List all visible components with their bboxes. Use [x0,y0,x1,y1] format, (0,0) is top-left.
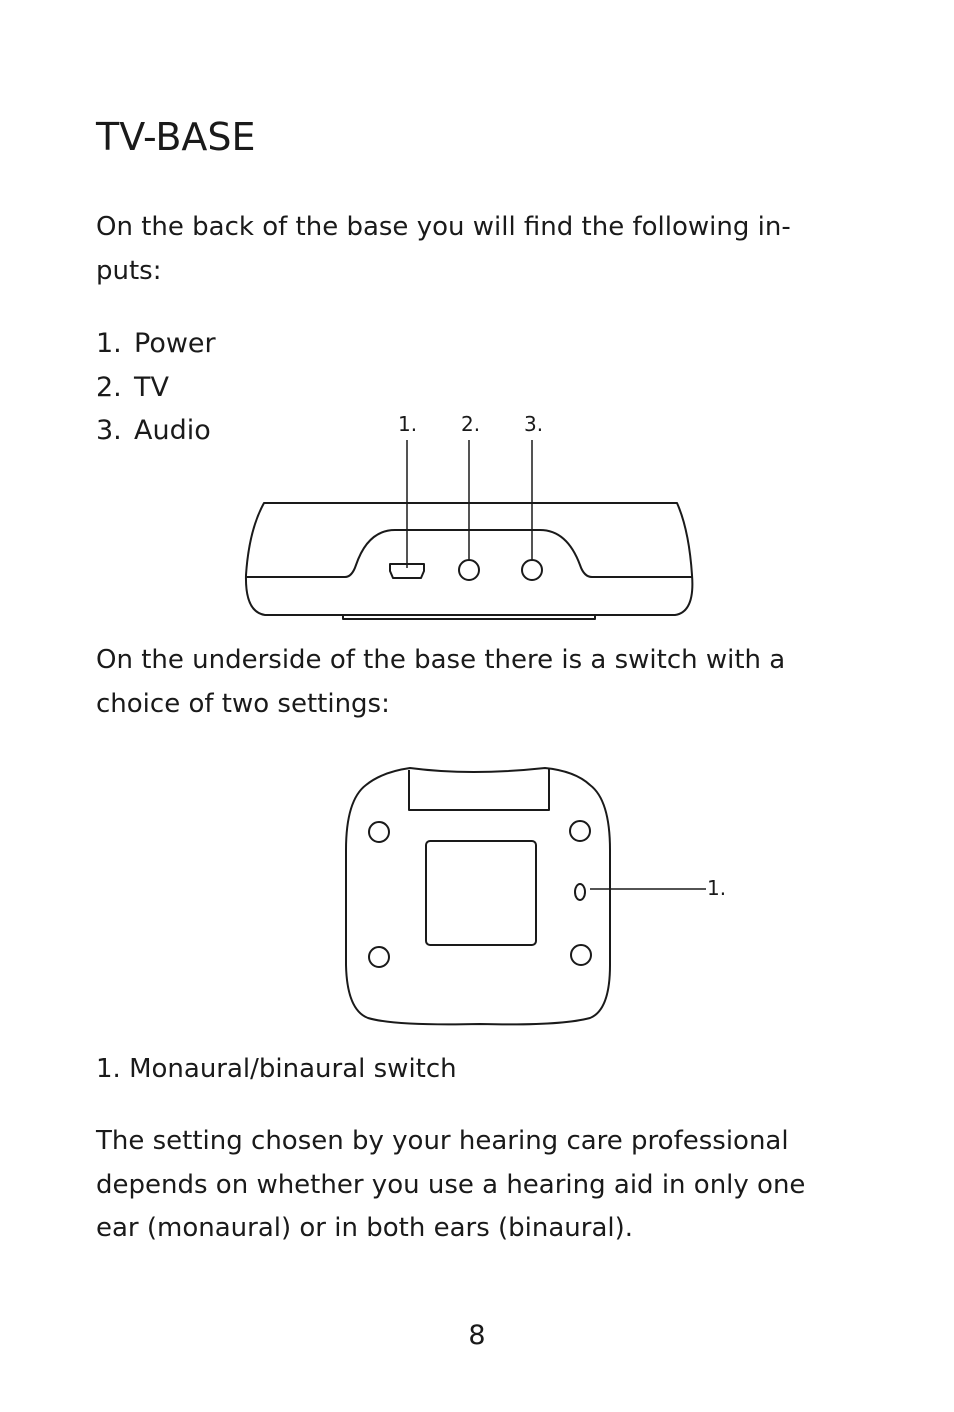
list-item-power: 1. Power [96,322,216,366]
underside-line: choice of two settings: [96,688,390,719]
list-item-number: 3. [96,415,122,446]
base-underside-diagram: 1. [345,767,726,1026]
list-item-audio: 3. Audio [96,409,216,453]
foot-bottom-left-icon [368,946,390,968]
page-title: TV-BASE [96,115,256,159]
monaural-binaural-switch-icon [574,883,586,901]
page-number: 8 [468,1320,486,1351]
list-item-label: Power [134,328,216,359]
foot-top-left-icon [368,821,390,843]
switch-description: The setting chosen by your hearing care … [96,1120,856,1251]
callout-label-tv: 2. [461,412,480,436]
list-item-number: 1. [96,328,122,359]
list-item-label: Audio [134,415,211,446]
callout-label-power: 1. [398,412,417,436]
list-item-tv: 2. TV [96,366,216,410]
intro-paragraph: On the back of the base you will find th… [96,206,856,293]
switch-description-line: The setting chosen by your hearing care … [96,1126,789,1156]
underside-body-outline [345,767,611,1026]
underside-line: On the underside of the base there is a … [96,645,786,675]
base-back-diagram: 1. 2. 3. [244,412,694,620]
foot-bottom-right-icon [570,944,592,966]
tv-jack-icon [458,559,480,581]
base-foot-line [342,614,596,620]
intro-line: puts: [96,255,162,286]
intro-line: On the back of the base you will find th… [96,212,791,242]
underside-top-tab [408,768,550,811]
inputs-list: 1. Power 2. TV 3. Audio [96,322,216,453]
list-item-label: TV [134,371,169,403]
power-port-icon [389,563,425,579]
callout-label-switch: 1. [707,876,726,900]
callout-label-audio: 3. [524,412,543,436]
base-body-outline [244,502,694,616]
underside-paragraph: On the underside of the base there is a … [96,639,856,726]
switch-description-line: ear (monaural) or in both ears (binaural… [96,1213,634,1243]
foot-top-right-icon [569,820,591,842]
list-item-number: 2. [96,371,122,403]
audio-jack-icon [521,559,543,581]
underside-label-area [425,840,537,946]
switch-description-line: depends on whether you use a hearing aid… [96,1169,806,1200]
switch-heading: 1. Monaural/binaural switch [96,1054,457,1084]
base-recess-outline [246,529,693,578]
